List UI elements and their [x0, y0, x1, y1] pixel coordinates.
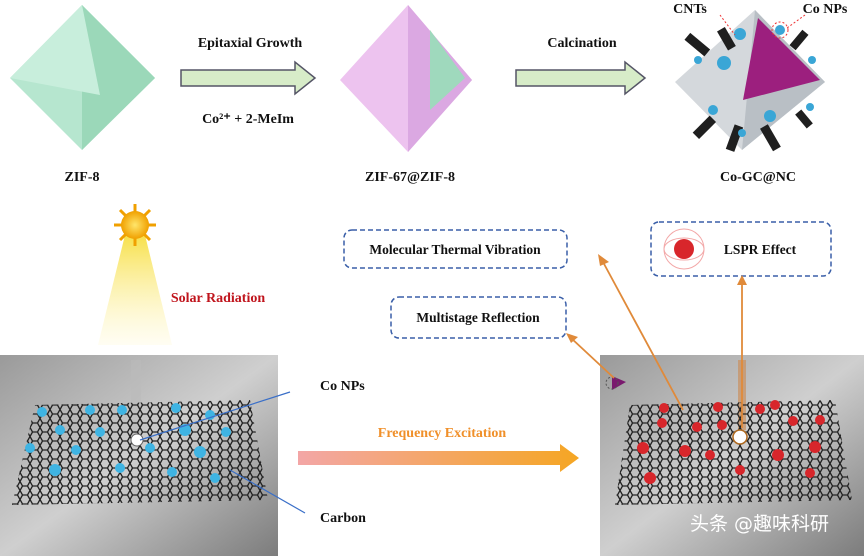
- co-nps-pointer: [139, 391, 291, 441]
- carbon-pointer: [229, 469, 306, 514]
- co-nps-label: Co NPs: [320, 379, 365, 394]
- lspr-particle-icon: [663, 228, 705, 270]
- reflection-box: Multistage Reflection: [390, 296, 567, 339]
- reflection-label: Multistage Reflection: [416, 310, 540, 325]
- co-gc-nc-particle: [675, 10, 825, 152]
- frequency-excitation-arrow: [298, 444, 579, 472]
- solar-radiation-label: Solar Radiation: [171, 291, 265, 306]
- reflected-light-icon: [605, 376, 626, 390]
- frequency-excitation-label: Frequency Excitation: [378, 426, 507, 441]
- calcination-arrow: [515, 60, 647, 96]
- zif8-octahedron: [10, 5, 155, 150]
- epitaxial-arrow: [180, 60, 317, 96]
- co-nps-top-label: Co NPs: [803, 2, 848, 17]
- zif8-label: ZIF-8: [65, 170, 100, 185]
- thermal-vibration-box: Molecular Thermal Vibration: [343, 229, 568, 269]
- co-carbon-panel: [0, 355, 278, 556]
- mechanism-pointers: [566, 254, 747, 428]
- excited-panel: 头条 @趣味科研: [600, 355, 864, 556]
- reagents-label: Co²⁺ + 2-MeIm: [202, 112, 294, 127]
- carbon-label: Carbon: [320, 511, 366, 526]
- sun-icon: [114, 204, 156, 246]
- cnts-label: CNTs: [673, 2, 707, 17]
- zif67-zif8-octahedron: [340, 5, 472, 152]
- zif67-zif8-label: ZIF-67@ZIF-8: [365, 170, 455, 185]
- co-gc-nc-label: Co-GC@NC: [720, 170, 796, 185]
- calcination-label: Calcination: [547, 36, 616, 51]
- watermark: 头条 @趣味科研: [690, 513, 829, 535]
- lspr-label: LSPR Effect: [724, 242, 797, 257]
- solar-beam: [98, 235, 172, 345]
- epitaxial-growth-label: Epitaxial Growth: [198, 36, 303, 51]
- thermal-vibration-label: Molecular Thermal Vibration: [369, 242, 541, 257]
- lspr-box: LSPR Effect: [650, 221, 832, 277]
